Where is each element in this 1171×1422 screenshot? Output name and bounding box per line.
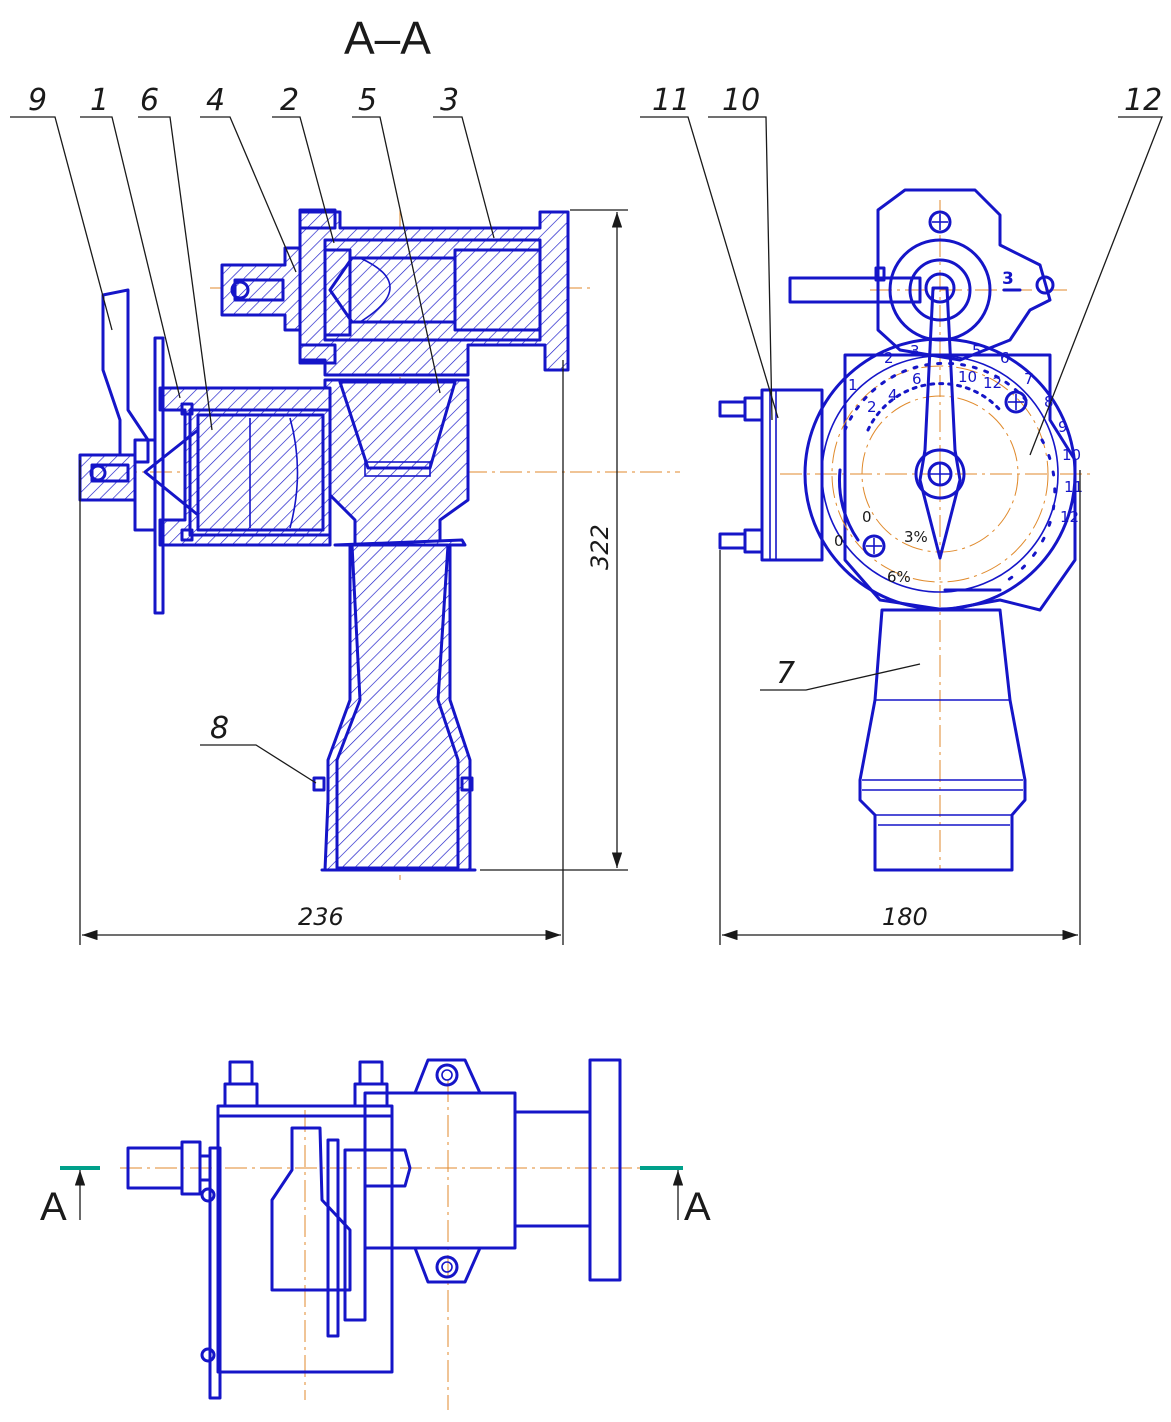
scale-outer-7: 7 bbox=[1024, 370, 1034, 388]
scale-zero-outer: 0 bbox=[834, 532, 844, 550]
callout-3: 3 bbox=[440, 83, 459, 118]
callout-1: 1 bbox=[90, 83, 109, 118]
front-callout-leaders bbox=[640, 116, 1163, 691]
cut-marker-right: A bbox=[684, 1185, 711, 1229]
scale-outer-2: 2 bbox=[884, 349, 894, 367]
scale-outer-8: 8 bbox=[1044, 393, 1054, 411]
dimension-width-right: 180 bbox=[882, 903, 928, 931]
percent-3: 3% bbox=[904, 528, 928, 546]
scale-outer-3: 3 bbox=[910, 342, 920, 360]
section-title: A–A bbox=[344, 12, 431, 64]
marker-digit: 3 bbox=[1002, 269, 1014, 289]
scale-inner-2: 2 bbox=[867, 398, 877, 416]
dial-scale: 1 2 3 5 6 7 8 9 10 11 12 2 4 6 10 12 0 0… bbox=[834, 342, 1083, 586]
dimension-height: 322 bbox=[586, 524, 614, 570]
callout-11: 11 bbox=[652, 83, 690, 118]
scale-outer-9: 9 bbox=[1058, 418, 1068, 436]
scale-inner-10: 10 bbox=[958, 368, 977, 386]
callout-leaders bbox=[10, 116, 495, 784]
callout-8: 8 bbox=[210, 711, 229, 746]
scale-inner-6: 6 bbox=[912, 370, 922, 388]
callout-7: 7 bbox=[776, 656, 795, 691]
callout-5: 5 bbox=[358, 83, 377, 118]
callout-4: 4 bbox=[206, 83, 225, 118]
scale-outer-12: 12 bbox=[1060, 508, 1079, 526]
cut-marker-left: A bbox=[40, 1185, 67, 1229]
callout-12: 12 bbox=[1124, 83, 1162, 118]
callout-6: 6 bbox=[140, 83, 159, 118]
percent-6: 6% bbox=[887, 568, 911, 586]
scale-outer-1: 1 bbox=[848, 376, 858, 394]
scale-outer-6: 6 bbox=[1000, 349, 1010, 367]
scale-zero-inner: 0 bbox=[862, 508, 872, 526]
callout-10: 10 bbox=[722, 83, 760, 118]
scale-outer-10: 10 bbox=[1062, 446, 1081, 464]
callout-2: 2 bbox=[280, 83, 299, 118]
callout-9: 9 bbox=[28, 83, 47, 118]
scale-inner-4: 4 bbox=[888, 386, 898, 404]
scale-inner-12: 12 bbox=[983, 374, 1002, 392]
front-view: 3 1 2 3 5 6 7 8 9 10 1 bbox=[640, 83, 1163, 945]
plan-view: A A bbox=[40, 1058, 711, 1410]
scale-outer-5: 5 bbox=[972, 342, 982, 360]
scale-outer-11: 11 bbox=[1064, 478, 1083, 496]
section-view: 9 1 6 4 2 5 3 8 322 236 bbox=[10, 83, 680, 945]
dimension-width-left: 236 bbox=[298, 903, 344, 931]
